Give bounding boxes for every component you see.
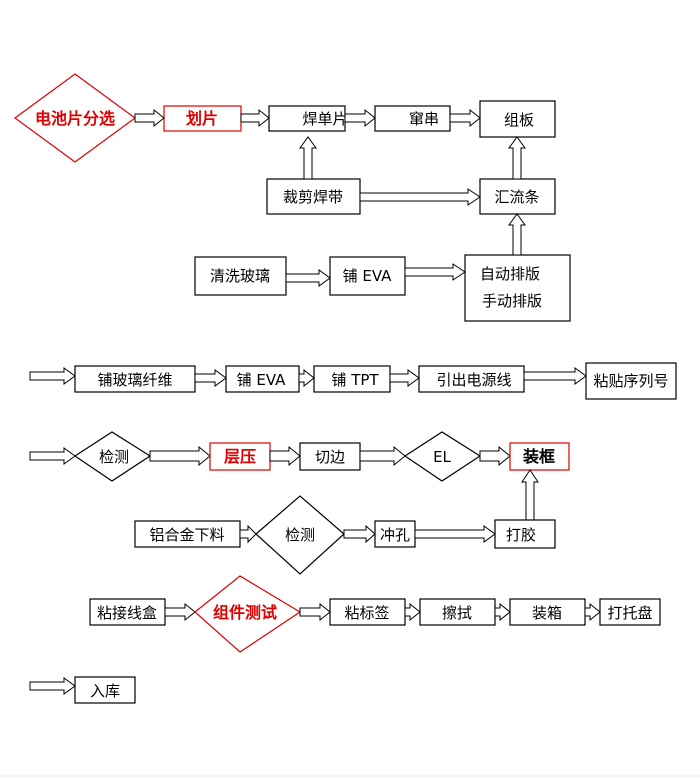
node-wipe-label: 擦拭: [442, 604, 472, 622]
node-punching-label: 冲孔: [380, 526, 410, 544]
arrow-single-to-string: [344, 108, 376, 128]
arrow-test-to-label: [299, 602, 331, 622]
arrow-wipe-to-boxing: [494, 602, 511, 622]
arrow-aluminum-to-inspect: [239, 524, 257, 544]
arrow-label-to-wipe: [404, 602, 421, 622]
arrow-string-to-panel: [449, 108, 481, 128]
node-auto-layout-label: 自动排版: [480, 265, 540, 283]
node-inspect-1-label: 检测: [99, 448, 129, 466]
node-clean-glass-box: [194, 256, 287, 296]
arrow-el-to-framing: [479, 445, 511, 467]
node-manual-layout-label: 手动排版: [482, 292, 542, 310]
node-boxing-label: 装箱: [532, 604, 562, 622]
node-pallet-box: [599, 598, 661, 626]
arrow-row5-entry: [29, 447, 76, 465]
node-module-test-label: 组件测试: [213, 603, 277, 622]
arrow-busbar-to-panel: [508, 136, 526, 180]
arrow-junction-to-test: [164, 602, 196, 622]
arrow-tpt-to-lead-wire: [389, 369, 420, 387]
arrow-fiberglass-to-eva: [194, 369, 227, 387]
node-label-label: 粘标签: [344, 604, 389, 622]
node-lamination-label: 层压: [224, 447, 256, 466]
arrow-inspect-to-punching: [343, 524, 376, 544]
arrow-lamination-to-trimming: [269, 445, 301, 467]
arrow-inspect-to-lamination: [149, 445, 211, 467]
arrow-trimming-to-el: [359, 445, 406, 467]
node-storage-label: 入库: [90, 682, 120, 700]
node-lay-fiberglass-label: 铺玻璃纤维: [97, 371, 172, 389]
arrow-sorting-to-cutting: [134, 108, 165, 128]
node-cutting-label: 划片: [186, 109, 218, 128]
arrow-clean-to-eva: [285, 269, 331, 287]
node-paste-serial-box: [585, 362, 677, 400]
node-string-weld-label: 窜串: [409, 110, 439, 128]
node-clean-glass-label: 清洗玻璃: [210, 267, 270, 285]
node-aluminum-cut-box: [134, 520, 241, 548]
node-layout-box: [464, 254, 571, 322]
arrow-punching-to-glue: [414, 525, 496, 543]
node-lay-tpt-label: 铺 TPT: [331, 371, 379, 389]
arrow-ribbon-to-single-weld: [299, 136, 317, 180]
node-busbar-box: [479, 178, 556, 215]
node-lay-eva-2-label: 铺 EVA: [237, 371, 287, 389]
node-glue-box: [494, 519, 556, 549]
node-pallet-label: 打托盘: [607, 604, 652, 622]
node-boxing-box: [509, 598, 586, 626]
node-glue-label: 打胶: [506, 526, 536, 544]
node-lead-wire-label: 引出电源线: [436, 371, 511, 389]
node-cut-ribbon-box: [266, 178, 361, 215]
node-framing-label: 装框: [522, 447, 555, 466]
arrow-layout-to-busbar: [508, 213, 526, 256]
node-framing-box: [509, 442, 570, 471]
node-storage-box: [74, 676, 136, 704]
node-punching-box: [374, 520, 416, 548]
arrow-ribbon-to-busbar: [359, 188, 481, 206]
node-string-weld-box: [374, 105, 451, 132]
node-el-label: EL: [433, 448, 451, 466]
node-panel-assembly-box: [479, 100, 556, 138]
arrow-eva-to-layout: [404, 263, 466, 281]
arrow-row4-entry: [29, 367, 76, 385]
arrow-row8-entry: [29, 677, 76, 695]
node-cut-ribbon-label: 裁剪焊带: [283, 188, 343, 206]
node-inspect-2-label: 检测: [285, 526, 315, 544]
arrow-boxing-to-pallet: [584, 602, 601, 622]
node-trimming-box: [299, 442, 361, 471]
node-cell-sorting-label: 电池片分选: [35, 109, 115, 128]
node-trimming-label: 切边: [315, 448, 345, 466]
arrow-cutting-to-single-weld: [240, 108, 270, 128]
node-label-box: [329, 598, 406, 626]
node-lay-eva-1-label: 铺 EVA: [343, 267, 393, 285]
arrow-eva-to-tpt: [298, 368, 315, 388]
arrow-glue-to-framing: [521, 469, 539, 521]
node-junction-box-box: [89, 598, 166, 626]
node-busbar-label: 汇流条: [494, 188, 539, 206]
node-single-weld-label: 焊单片: [302, 110, 347, 128]
node-paste-serial-label: 粘贴序列号: [593, 372, 668, 390]
node-lay-fiberglass-box: [74, 365, 196, 393]
node-panel-assembly-label: 组板: [504, 111, 534, 129]
arrow-lead-wire-to-serial: [523, 367, 587, 385]
node-aluminum-cut-label: 铝合金下料: [149, 526, 224, 544]
node-junction-box-label: 粘接线盒: [97, 604, 157, 622]
node-lay-tpt-box: [313, 365, 391, 393]
